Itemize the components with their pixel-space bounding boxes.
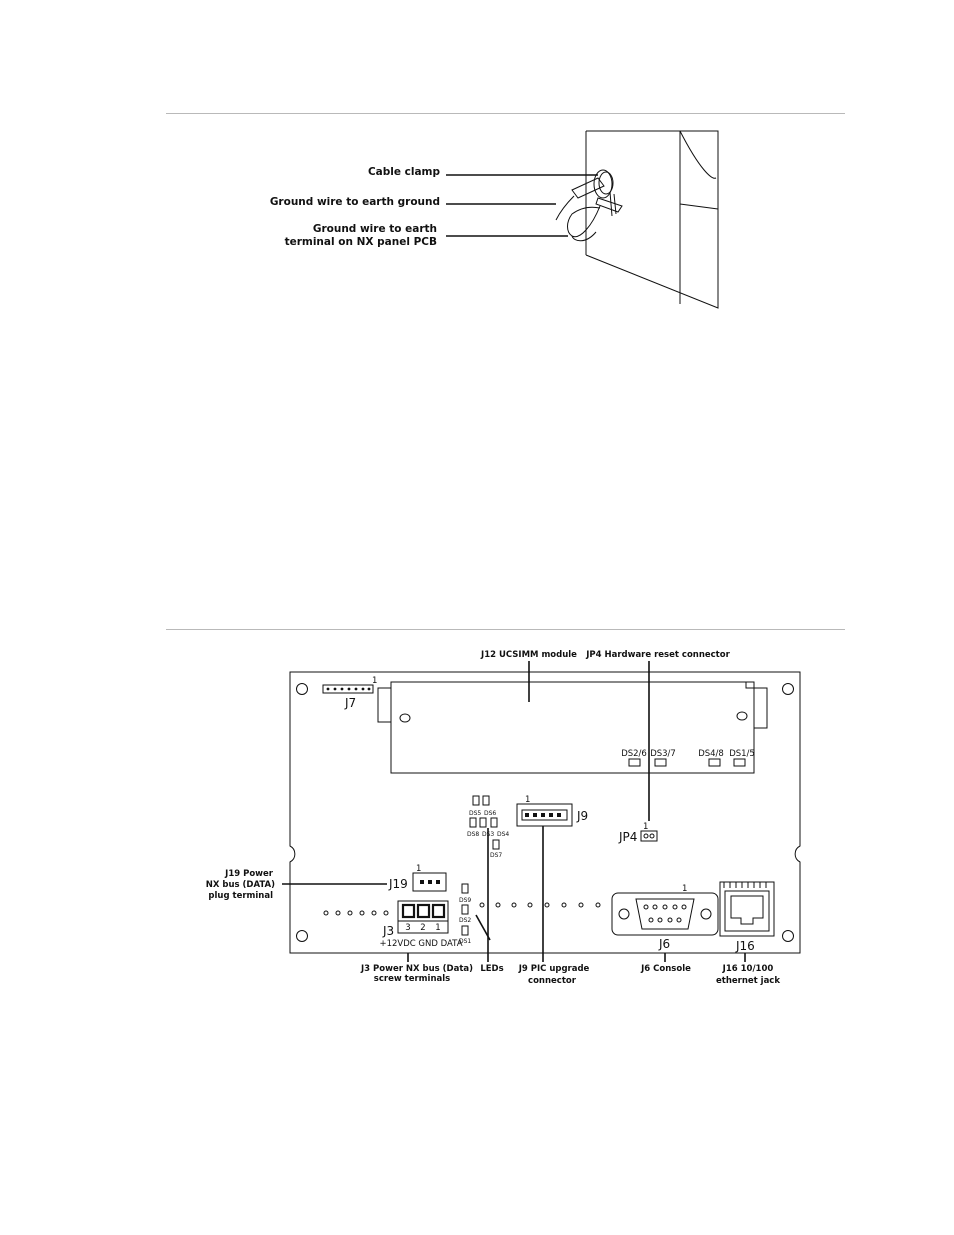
j6-pin1: 1	[682, 884, 687, 894]
ds6-label: DS6	[484, 810, 496, 817]
jp4-label: JP4	[618, 830, 637, 844]
j6-db9-connector	[611, 892, 719, 936]
mount-hole	[782, 930, 794, 942]
j9-label: J9	[576, 809, 588, 823]
callout-j16-line1: J16 10/100	[722, 964, 774, 974]
jp4-pin1: 1	[643, 822, 648, 832]
mount-hole	[296, 683, 308, 695]
ds15-label: DS1/5	[729, 749, 755, 759]
j19-terminal	[412, 872, 447, 892]
ds4-label: DS4	[497, 831, 509, 838]
j3-terminal-1: 1	[435, 923, 440, 933]
j3-terminal-legend: +12VDC GND DATA	[379, 939, 462, 949]
pad-row-middle	[479, 902, 601, 908]
ds2-label: DS2	[459, 917, 471, 924]
label-cable-clamp: Cable clamp	[368, 166, 441, 178]
ds37-label: DS3/7	[650, 749, 676, 759]
callout-j3-line1: J3 Power NX bus (Data)	[360, 964, 473, 974]
pad-row-left	[323, 910, 389, 916]
callout-j16-line2: ethernet jack	[716, 976, 780, 986]
leds-leader-branch	[475, 914, 491, 941]
callout-j19-line3: plug terminal	[208, 891, 273, 901]
j3-screw-terminals	[397, 900, 449, 934]
j3-terminal-2: 2	[420, 923, 425, 933]
cabinet-illustration	[555, 130, 719, 309]
ds48-label: DS4/8	[698, 749, 724, 759]
label-ground-terminal-line1: Ground wire to earth	[313, 223, 437, 235]
led-cluster	[461, 795, 500, 936]
j19-pin1: 1	[416, 864, 421, 874]
callout-j19-line2: NX bus (DATA)	[206, 880, 275, 890]
callout-j6: J6 Console	[640, 964, 691, 974]
j9-pin1: 1	[525, 795, 530, 805]
ds5-label: DS5	[469, 810, 481, 817]
j7-label: J7	[344, 696, 356, 710]
ds1-label: DS1	[459, 938, 471, 945]
j3-terminal-3: 3	[405, 923, 410, 933]
top-divider	[166, 113, 845, 114]
j12-module	[377, 681, 768, 774]
ds7-label: DS7	[490, 852, 502, 859]
callout-j9-line1: J9 PIC upgrade	[518, 964, 590, 974]
pcb-board	[289, 671, 801, 954]
ds26-label: DS2/6	[621, 749, 647, 759]
callout-leds: LEDs	[480, 964, 503, 974]
mount-hole	[782, 683, 794, 695]
j16-ethernet-jack	[719, 881, 775, 937]
callout-j19-line1: J19 Power	[224, 869, 274, 879]
mount-hole	[296, 930, 308, 942]
j19-label: J19	[388, 877, 408, 891]
middle-divider	[166, 629, 845, 630]
j3-label: J3	[382, 924, 394, 938]
j7-header	[322, 684, 374, 694]
ds8-label: DS8	[467, 831, 479, 838]
j9-connector	[516, 803, 573, 827]
callout-j3-line2: screw terminals	[374, 974, 450, 984]
j7-pin1: 1	[372, 676, 377, 686]
jp4-jumper	[640, 830, 658, 842]
callout-jp4: JP4 Hardware reset connector	[585, 650, 730, 660]
callout-j9-line2: connector	[528, 976, 577, 986]
ds9-label: DS9	[459, 897, 471, 904]
label-ground-terminal-line2: terminal on NX panel PCB	[285, 236, 437, 248]
label-ground-earth: Ground wire to earth ground	[270, 196, 440, 208]
j6-label: J6	[658, 937, 670, 951]
callout-j12: J12 UCSIMM module	[480, 650, 577, 660]
j16-label: J16	[735, 939, 755, 953]
